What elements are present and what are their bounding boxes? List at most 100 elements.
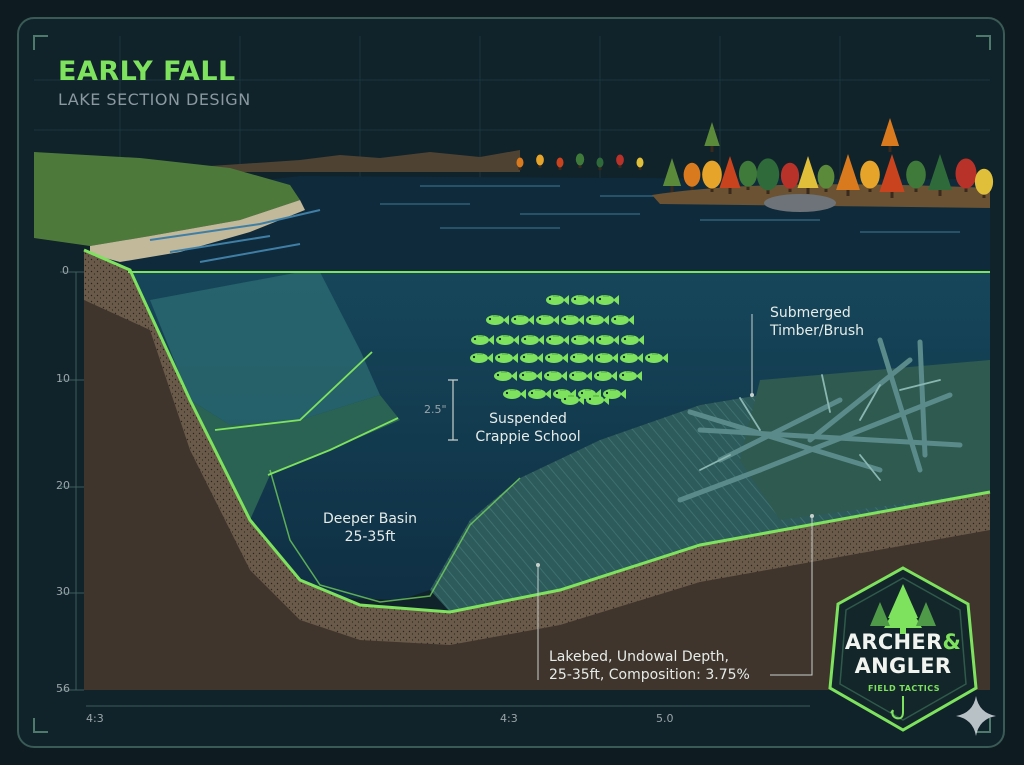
tree-icon bbox=[817, 164, 835, 192]
tree-icon bbox=[683, 162, 701, 190]
fish-icon bbox=[596, 335, 619, 345]
fish-icon bbox=[570, 353, 593, 363]
fish-icon bbox=[494, 371, 517, 381]
depth-tick-56: 56 bbox=[56, 682, 70, 695]
fish-icon bbox=[528, 389, 551, 399]
page-subtitle: LAKE SECTION DESIGN bbox=[58, 90, 251, 109]
fish-icon bbox=[586, 315, 609, 325]
timber-callout-dot bbox=[750, 393, 754, 397]
crappie-school bbox=[470, 295, 668, 405]
tree-icon bbox=[797, 156, 819, 194]
fish-icon bbox=[571, 295, 594, 305]
badge-archer: ARCHER bbox=[844, 630, 943, 654]
tree-icon bbox=[704, 122, 720, 152]
tree-icon bbox=[536, 154, 544, 168]
fish-icon bbox=[546, 335, 569, 345]
tree-icon bbox=[836, 154, 860, 196]
lakebed-sediment bbox=[84, 250, 990, 645]
depth-tick-0: 0 bbox=[62, 264, 69, 277]
tree-icon bbox=[974, 168, 994, 198]
fish-icon bbox=[503, 389, 526, 399]
fish-icon bbox=[470, 353, 493, 363]
tree-icon bbox=[756, 158, 780, 194]
island-rock bbox=[764, 194, 836, 212]
sparkle-icon bbox=[956, 696, 996, 736]
tree-icon bbox=[906, 160, 926, 192]
upper-slope-band bbox=[150, 272, 380, 425]
side-pine-icons bbox=[870, 602, 936, 626]
tree-icon bbox=[575, 153, 585, 168]
lakebed-label-1: Lakebed, Undowal Depth, bbox=[549, 649, 729, 665]
depth-tick-10: 10 bbox=[56, 372, 70, 385]
fish-icon bbox=[520, 353, 543, 363]
tree-icon bbox=[616, 154, 624, 168]
autumn-tree-line bbox=[516, 118, 994, 198]
fish-icon bbox=[471, 335, 494, 345]
tree-icon bbox=[738, 160, 758, 190]
fish-icon bbox=[544, 371, 567, 381]
timber-label-1: Submerged bbox=[770, 305, 851, 321]
corner-brackets bbox=[33, 35, 991, 733]
fish-icon bbox=[546, 295, 569, 305]
bottom-tick-2: 4:3 bbox=[500, 712, 518, 725]
tree-icon bbox=[702, 160, 722, 192]
basin-outline bbox=[269, 469, 521, 603]
size-bracket bbox=[448, 379, 458, 441]
crappie-label-1: Suspended bbox=[489, 411, 567, 427]
fish-hook-icon bbox=[890, 696, 904, 720]
archer-angler-badge bbox=[828, 566, 978, 732]
page-title: EARLY FALL bbox=[58, 56, 236, 87]
timber-brush bbox=[677, 337, 963, 503]
fish-icon bbox=[495, 353, 518, 363]
depth-tick-30: 30 bbox=[56, 585, 70, 598]
tree-icon bbox=[780, 162, 800, 192]
crappie-label-2: Crappie School bbox=[475, 429, 581, 445]
fish-icon bbox=[486, 315, 509, 325]
fish-icon bbox=[521, 335, 544, 345]
fish-icon bbox=[594, 371, 617, 381]
bottom-tick-1: 4:3 bbox=[86, 712, 104, 725]
tree-icon bbox=[879, 154, 905, 198]
fish-icon bbox=[645, 353, 668, 363]
pine-tree-icon bbox=[884, 584, 922, 634]
bottom-tick-3: 5.0 bbox=[656, 712, 674, 725]
tree-icon bbox=[516, 157, 524, 170]
fish-icon bbox=[561, 395, 584, 405]
fish-icon bbox=[561, 315, 584, 325]
tree-icon bbox=[636, 157, 644, 170]
fish-icon bbox=[569, 371, 592, 381]
deep-sediment bbox=[84, 250, 990, 690]
fish-icon bbox=[496, 335, 519, 345]
fish-icon bbox=[619, 371, 642, 381]
distant-hills bbox=[210, 150, 520, 172]
tree-icon bbox=[596, 157, 604, 170]
badge-line-3: FIELD TACTICS bbox=[867, 684, 941, 693]
lakebed-callout-right bbox=[770, 516, 813, 676]
depth-axis-ticks bbox=[60, 271, 84, 691]
tree-icon bbox=[880, 118, 900, 152]
lakebed-outline bbox=[83, 248, 991, 614]
left-bank bbox=[34, 152, 300, 246]
timber-label-2: Timber/Brush bbox=[770, 323, 865, 339]
fish-icon bbox=[519, 371, 542, 381]
left-beach bbox=[90, 200, 305, 262]
lakebed-label-2: 25-35ft, Composition: 3.75% bbox=[549, 667, 750, 683]
tree-icon bbox=[955, 158, 977, 192]
badge-ampersand: & bbox=[942, 630, 962, 654]
shore-waves bbox=[149, 209, 321, 263]
fish-icon bbox=[571, 335, 594, 345]
badge-line-2: ANGLER bbox=[854, 654, 952, 678]
fish-icon bbox=[620, 353, 643, 363]
tree-icon bbox=[719, 156, 741, 194]
tree-icon bbox=[556, 157, 564, 170]
fish-icon bbox=[621, 335, 644, 345]
depth-tick-20: 20 bbox=[56, 479, 70, 492]
badge-line-1: ARCHER& bbox=[838, 630, 968, 654]
fish-icon bbox=[586, 395, 609, 405]
tree-icon bbox=[860, 160, 880, 192]
fish-icon bbox=[595, 353, 618, 363]
fish-icon bbox=[545, 353, 568, 363]
fish-icon bbox=[511, 315, 534, 325]
